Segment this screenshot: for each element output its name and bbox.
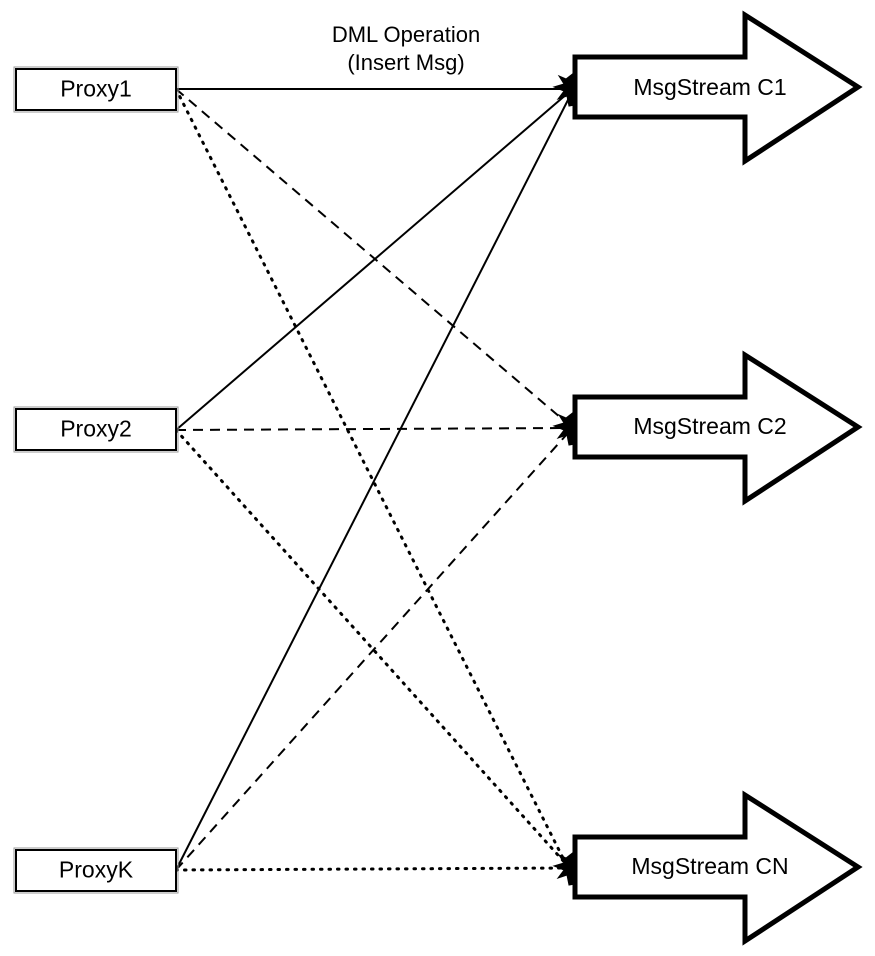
msgstream-c2[interactable]: MsgStream C2 [572, 350, 863, 506]
msgstream-cn[interactable]: MsgStream CN [572, 790, 863, 946]
proxyk-label: ProxyK [59, 857, 134, 883]
proxyk-node[interactable]: ProxyK [13, 847, 179, 894]
link-proxy1-to-cn [174, 87, 568, 866]
proxy1-node[interactable]: Proxy1 [13, 66, 179, 113]
link-proxyk-to-c1 [175, 95, 571, 871]
arrowhead-cn [552, 849, 576, 886]
msgstream-c2-label: MsgStream C2 [633, 413, 786, 439]
proxy1-outline [13, 66, 179, 113]
arrowhead-c1 [552, 70, 576, 107]
msgstream-cn-label: MsgStream CN [631, 853, 788, 879]
proxy2-box [15, 408, 177, 451]
proxy2-outline [13, 406, 179, 453]
proxy2-node[interactable]: Proxy2 [13, 406, 179, 453]
link-proxy1-to-c2 [175, 88, 569, 425]
proxyk-box [15, 849, 177, 892]
msgstream-c1-label: MsgStream C1 [633, 74, 786, 100]
msgstream-c1[interactable]: MsgStream C1 [572, 10, 863, 166]
link-proxy2-to-cn [174, 428, 568, 866]
arrowhead-c2 [552, 409, 576, 446]
link-proxyk-to-cn [174, 866, 568, 872]
link-proxy2-to-c2 [175, 427, 569, 431]
proxy2-label: Proxy2 [60, 416, 132, 442]
links-layer [174, 87, 571, 872]
proxyk-outline [13, 847, 179, 894]
edge-caption-line1: DML Operation [332, 22, 480, 47]
proxy1-box [15, 68, 177, 111]
proxy1-label: Proxy1 [60, 76, 132, 102]
link-proxyk-to-c2 [175, 432, 569, 871]
msgstream-cn-shape [575, 790, 863, 946]
msgstream-c2-shape [575, 350, 863, 506]
edge-caption-line2: (Insert Msg) [347, 50, 464, 75]
msgstream-c1-shape [575, 10, 863, 166]
arrowheads-layer [552, 70, 576, 886]
link-proxy2-to-c1 [175, 92, 569, 431]
edge-caption: DML Operation (Insert Msg) [332, 22, 480, 75]
streams-layer: MsgStream C1 MsgStream C2 MsgStream CN [572, 10, 863, 946]
